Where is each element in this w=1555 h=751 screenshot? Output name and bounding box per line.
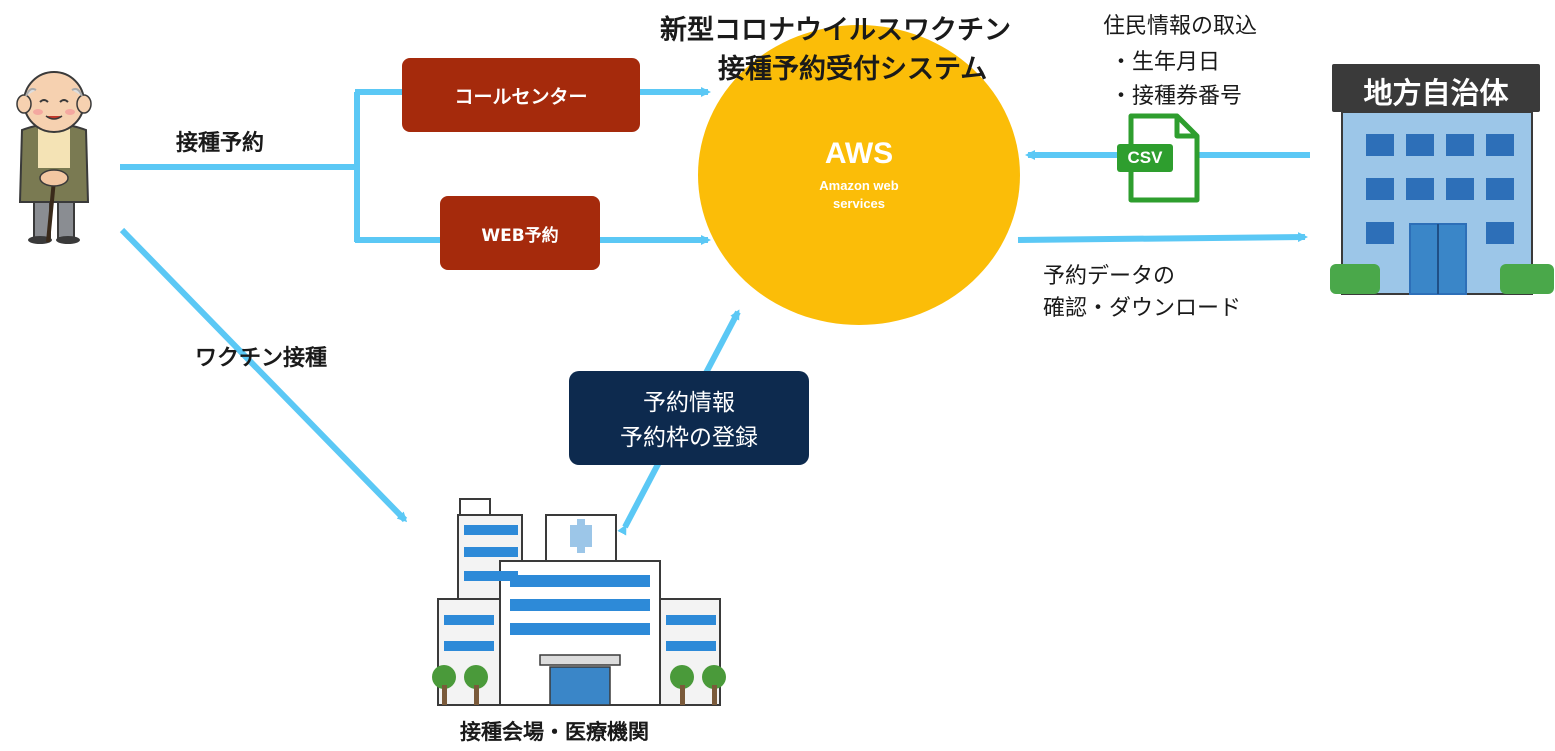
aws-circle: [698, 25, 1020, 325]
registration-line1: 予約情報: [643, 390, 735, 416]
web-reservation-label: WEB予約: [481, 225, 559, 246]
aws-to-municipality-arrow: [1017, 232, 1308, 243]
web-reservation-box: WEB予約: [440, 196, 600, 270]
municipality-sign: 地方自治体: [1363, 76, 1509, 110]
resident-info-item1: ・生年月日: [1110, 50, 1221, 75]
csv-file-icon: CSV: [1115, 112, 1205, 204]
resident-info-heading: 住民情報の取込: [1103, 14, 1258, 39]
system-title-line2: 接種予約受付システム: [718, 54, 988, 85]
system-title-line1: 新型コロナウイルスワクチン: [660, 15, 1011, 46]
venue-label: 接種会場・医療機関: [460, 720, 649, 744]
aws-subtitle-line1: Amazon web: [819, 178, 899, 193]
reservation-label: 接種予約: [176, 131, 265, 156]
csv-label: CSV: [1127, 148, 1163, 167]
municipality-building: 地方自治体: [1330, 62, 1555, 297]
aws-title: AWS: [824, 137, 894, 170]
registration-line2: 予約枠の登録: [620, 425, 758, 451]
aws-subtitle-line2: services: [832, 196, 886, 211]
call-center-box: コールセンター: [402, 58, 640, 132]
registration-box: [569, 371, 809, 465]
download-line1: 予約データの: [1043, 264, 1176, 289]
download-line2: 確認・ダウンロード: [1043, 296, 1242, 321]
elderly-person-illustration: [4, 70, 104, 245]
vaccination-label: ワクチン接種: [195, 346, 328, 371]
call-center-label: コールセンター: [454, 85, 588, 108]
vaccination-arrow: [119, 227, 408, 523]
resident-info-item2: ・接種券番号: [1110, 84, 1243, 109]
hospital-building: [430, 495, 730, 707]
